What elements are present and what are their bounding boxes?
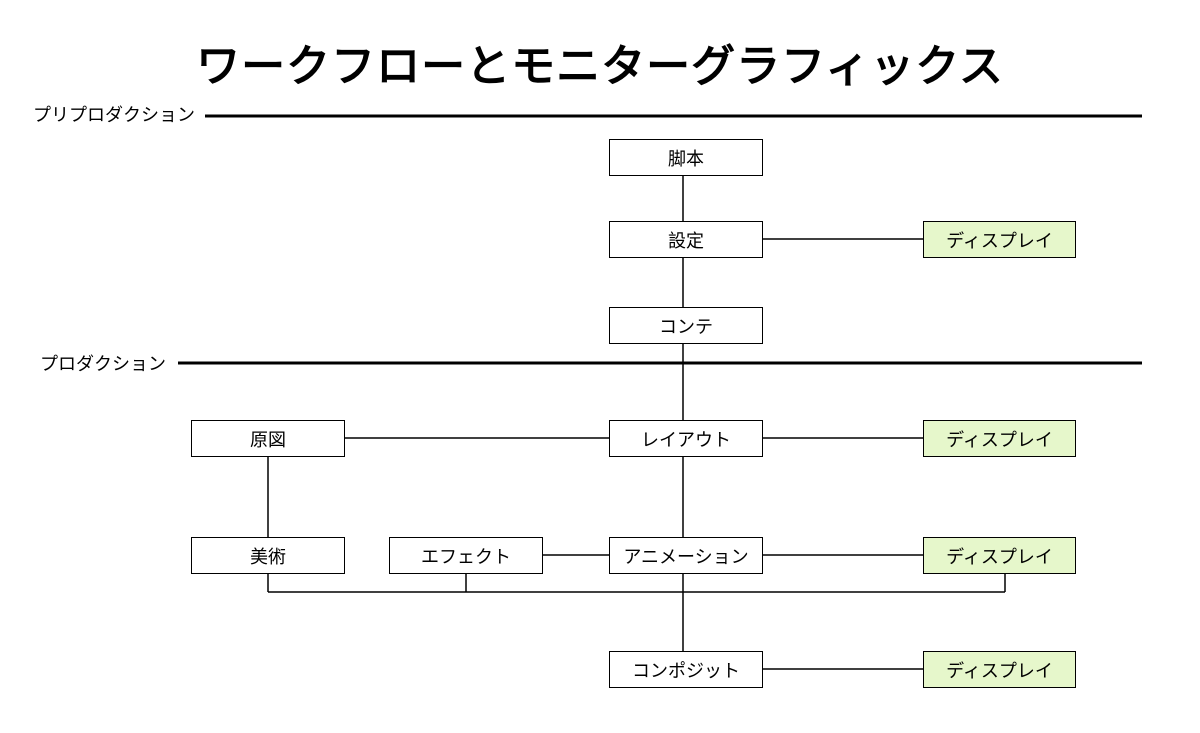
node-settings: 設定 bbox=[609, 221, 763, 258]
node-script: 脚本 bbox=[609, 139, 763, 176]
node-layout: レイアウト bbox=[609, 420, 763, 457]
node-display-composite: ディスプレイ bbox=[923, 651, 1076, 688]
node-animation: アニメーション bbox=[609, 537, 763, 574]
node-display-settings: ディスプレイ bbox=[923, 221, 1076, 258]
node-composite: コンポジット bbox=[609, 651, 763, 688]
node-art: 美術 bbox=[191, 537, 345, 574]
phase-label-production: プロダクション bbox=[40, 354, 166, 375]
node-key-animation: 原図 bbox=[191, 420, 345, 457]
phase-label-preproduction: プリプロダクション bbox=[33, 105, 195, 126]
diagram-title: ワークフローとモニターグラフィックス bbox=[196, 41, 1004, 92]
node-display-layout: ディスプレイ bbox=[923, 420, 1076, 457]
node-effects: エフェクト bbox=[389, 537, 543, 574]
node-storyboard: コンテ bbox=[609, 307, 763, 344]
node-display-animation: ディスプレイ bbox=[923, 537, 1076, 574]
